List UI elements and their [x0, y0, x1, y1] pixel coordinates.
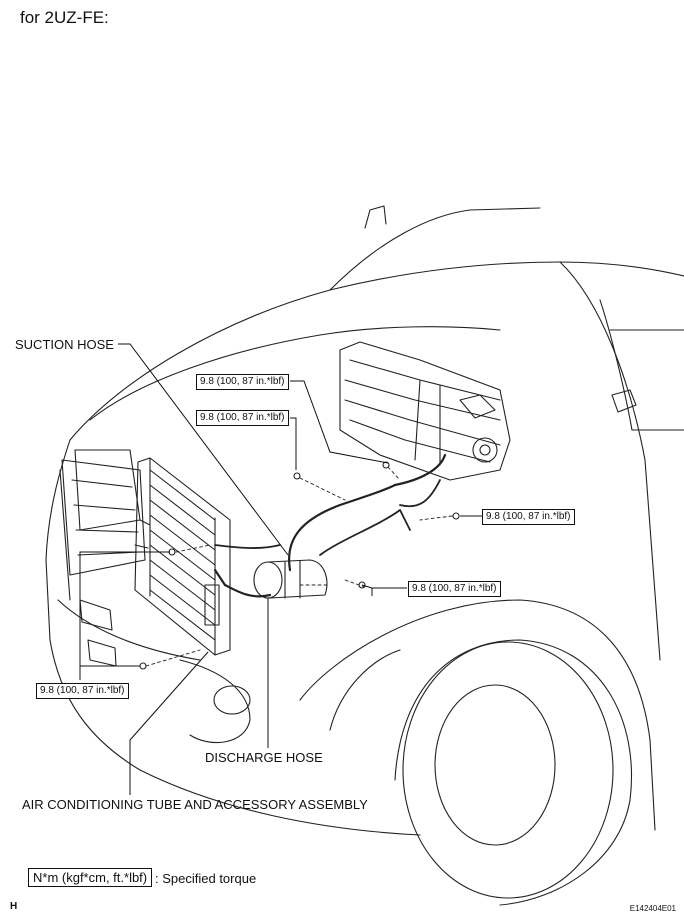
suction-hose-label: SUCTION HOSE: [15, 337, 114, 352]
torque-callout-left: 9.8 (100, 87 in.*lbf): [36, 683, 129, 699]
page-heading: for 2UZ-FE:: [20, 8, 109, 27]
hvac-unit: [339, 341, 511, 481]
torque-legend-symbol: N*m (kgf*cm, ft.*lbf): [28, 868, 153, 887]
suction-hose: [288, 453, 447, 572]
ac-tube: [214, 479, 441, 556]
bolt-paths: [145, 466, 453, 667]
discharge-hose-label: DISCHARGE HOSE: [205, 750, 323, 765]
torque-callout-right: 9.8 (100, 87 in.*lbf): [482, 509, 575, 525]
figure-id: E142404E01: [629, 904, 676, 913]
torque-callout-center: 9.8 (100, 87 in.*lbf): [408, 581, 501, 597]
torque-callout-upper-1: 9.8 (100, 87 in.*lbf): [196, 374, 289, 390]
torque-legend-text: : Specified torque: [155, 871, 257, 886]
grille: [61, 459, 146, 576]
discharge-hose: [213, 568, 272, 598]
section-code: H: [10, 901, 18, 912]
ac-tube-assembly-label: AIR CONDITIONING TUBE AND ACCESSORY ASSE…: [22, 797, 368, 812]
leader-lines: [79, 343, 482, 795]
condenser: [134, 457, 231, 656]
torque-callout-upper-2: 9.8 (100, 87 in.*lbf): [196, 410, 289, 426]
